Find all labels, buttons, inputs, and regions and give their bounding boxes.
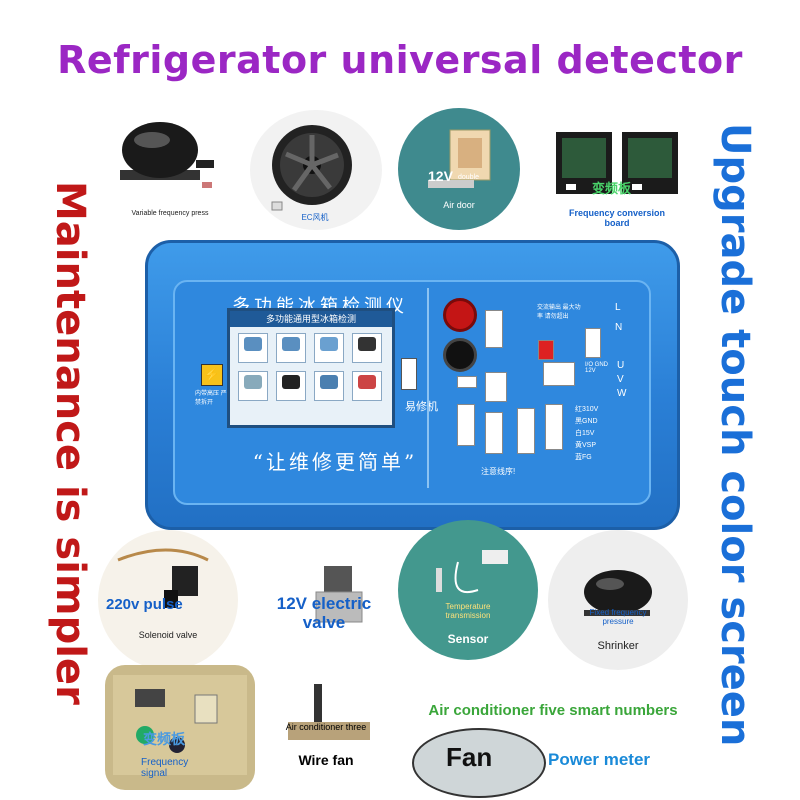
- page-title: Refrigerator universal detector: [57, 38, 743, 82]
- wire-fan-image: Air conditioner three Wire fan: [270, 680, 390, 790]
- shrinker-image: Fixed frequency pressure Shrinker: [548, 530, 688, 670]
- wire-fan-caption: Wire fan: [298, 752, 354, 768]
- compressor-icon: [120, 122, 214, 188]
- caption-frequency-conversion-board: Frequency conversion board: [568, 208, 666, 228]
- control-board-icon: [113, 675, 247, 775]
- brand-label: 易修机: [405, 401, 438, 413]
- connector-block[interactable]: [457, 376, 477, 388]
- slogan: “让维修更简单”: [252, 450, 418, 474]
- caption-solenoid-valve: Solenoid valve: [138, 630, 198, 640]
- connector-block[interactable]: [543, 362, 575, 386]
- input-label-black: 黑GND: [575, 418, 598, 425]
- side-connector: [401, 358, 417, 390]
- side-text-left: Maintenance is simpler: [47, 181, 93, 705]
- wire-fan-icon: [288, 684, 370, 740]
- fan-icon: [271, 125, 352, 211]
- electric-valve-image: 12V electric valve: [256, 560, 396, 670]
- electric-valve-label: 12V electric valve: [276, 594, 372, 632]
- port-w-label: W: [617, 388, 627, 399]
- screen-tile[interactable]: [314, 333, 344, 363]
- screen-tile[interactable]: [238, 371, 268, 401]
- connector-block[interactable]: [457, 404, 475, 446]
- caption-shrinker: Shrinker: [597, 640, 639, 652]
- port-u-label: U: [617, 360, 625, 371]
- screen-tile[interactable]: [238, 333, 268, 363]
- air-door-icon: [428, 129, 491, 188]
- power-meter-caption: Power meter: [548, 750, 651, 769]
- screen-tile[interactable]: [352, 371, 382, 401]
- screen-title: 多功能通用型冰箱检测: [230, 311, 392, 327]
- black-terminal[interactable]: [443, 338, 477, 372]
- solenoid-overlay: 220v pulse: [106, 596, 183, 613]
- side-text-right: Upgrade touch color screen: [712, 123, 758, 747]
- caption-air-door: Air door: [443, 200, 475, 210]
- board-icon: [556, 132, 678, 194]
- port-v-label: V: [617, 374, 624, 385]
- port-l-label: L: [615, 302, 621, 313]
- air-door-overlay-double: double: [458, 174, 480, 181]
- connector-block[interactable]: [485, 412, 503, 454]
- input-label-blue: 蓝FG: [575, 454, 592, 461]
- fan-caption: Fan: [446, 742, 493, 772]
- electric-valve-icon: [315, 566, 363, 623]
- fan-image: Fan: [412, 728, 546, 798]
- screen-tile[interactable]: [276, 371, 306, 401]
- connector-block[interactable]: [485, 372, 507, 402]
- ports-panel: [427, 288, 657, 488]
- connector-block[interactable]: [545, 404, 563, 450]
- connector-block[interactable]: [517, 408, 535, 454]
- air-door-image: 12V double Air door: [398, 108, 520, 230]
- compressor-image: Variable frequency press: [110, 110, 230, 220]
- caption-sensor: Sensor: [447, 632, 489, 646]
- shrinker-overlay: Fixed frequency pressure: [589, 608, 647, 626]
- ec-fan-image: EC风机: [250, 110, 382, 230]
- sensor-overlay: Temperature transmission: [445, 602, 491, 620]
- wire-fan-small-caption: Air conditioner three: [285, 722, 367, 732]
- sensor-image: Temperature transmission Sensor: [398, 520, 538, 660]
- dc-label: I/O GND 12V: [585, 362, 609, 374]
- red-terminal[interactable]: [443, 298, 477, 332]
- frequency-signal-image: 变频板 Frequency signal: [105, 665, 255, 790]
- board-overlay-text: 变频板: [592, 181, 632, 196]
- wiring-note: 注意线序!: [481, 467, 516, 476]
- connector-block[interactable]: [538, 340, 554, 360]
- ac-five-caption: Air conditioner five smart numbers: [428, 702, 678, 719]
- caption-frequency-signal: Frequency signal: [141, 757, 189, 779]
- air-door-overlay-12v: 12V: [428, 168, 453, 184]
- caption-ec-fan: EC风机: [301, 213, 329, 222]
- shrinker-icon: [584, 570, 652, 616]
- freq-overlay: 变频板: [143, 731, 185, 747]
- connector-block[interactable]: [585, 328, 601, 358]
- input-label-yellow: 黄VSP: [575, 442, 597, 449]
- screen-tile[interactable]: [352, 333, 382, 363]
- touch-screen[interactable]: 多功能通用型冰箱检测: [227, 308, 395, 428]
- port-n-label: N: [615, 322, 623, 333]
- caption-variable-frequency-press: Variable frequency press: [131, 210, 209, 217]
- input-label-red: 红310V: [575, 406, 599, 413]
- screen-tile[interactable]: [314, 371, 344, 401]
- input-label-white: 白15V: [575, 430, 595, 437]
- warning-text: 内带高压 严禁拆开: [195, 391, 227, 406]
- solenoid-valve-image: 220v pulse Solenoid valve: [98, 530, 238, 670]
- screen-tile[interactable]: [276, 333, 306, 363]
- detector-device: 多功能冰箱检测仪 ⚡ 内带高压 严禁拆开 多功能通用型冰箱检测 易修机 “让维修…: [145, 240, 680, 530]
- warning-icon: ⚡: [201, 364, 223, 386]
- power-output-label: 交流输出 最大功率 请勿超出: [537, 305, 581, 320]
- sensor-icon: [436, 550, 508, 593]
- solenoid-valve-icon: [117, 548, 209, 608]
- frequency-board-image: 变频板 Frequency conversion board: [552, 120, 692, 240]
- connector-block[interactable]: [485, 310, 503, 348]
